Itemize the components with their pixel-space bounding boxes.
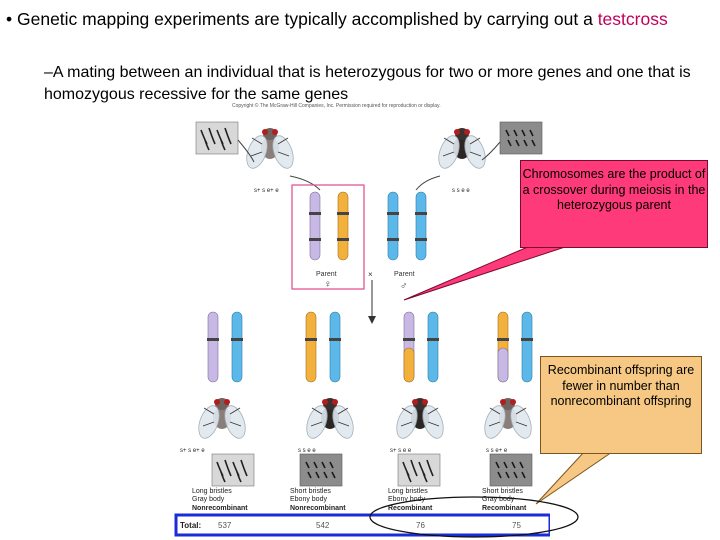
arrow-connector bbox=[289, 175, 321, 191]
crossover-callout-text: Chromosomes are the product of a crossov… bbox=[522, 167, 706, 212]
total-label: Total: bbox=[180, 521, 201, 530]
arrow-connector bbox=[237, 139, 255, 163]
offspring-2-body: Ebony body bbox=[290, 496, 327, 503]
main-bullet-text: • Genetic mapping experiments are typica… bbox=[6, 9, 598, 29]
offspring-2-bristles: Short bristles bbox=[290, 488, 331, 495]
parent-right-genotype: s s e e bbox=[452, 188, 470, 194]
parent-left-genotype: s+ s e+ e bbox=[254, 188, 279, 194]
recombinant-callout: Recombinant offspring are fewer in numbe… bbox=[540, 356, 702, 454]
offspring-3-chromosomes bbox=[403, 311, 439, 383]
offspring-1-genotype: s+ s e+ e bbox=[180, 448, 205, 454]
offspring-4-bristles: Short bristles bbox=[482, 488, 523, 495]
male-symbol: ♂ bbox=[400, 281, 408, 292]
parent-label-female: Parent bbox=[316, 271, 337, 278]
cross-arrowhead bbox=[368, 316, 376, 324]
parent-right-chromosomes bbox=[387, 191, 427, 261]
crossover-callout-pointer bbox=[403, 245, 569, 301]
offspring-4-class: Recombinant bbox=[482, 505, 527, 512]
parent-label-male: Parent bbox=[394, 271, 415, 278]
offspring-3-bristles: Long bristles bbox=[388, 488, 428, 495]
recombinant-callout-text: Recombinant offspring are fewer in numbe… bbox=[547, 363, 695, 408]
offspring-2-class: Nonrecombinant bbox=[290, 505, 346, 512]
parent-left-chromosomes bbox=[309, 191, 349, 261]
testcross-figure: s+ s e+ e s s e e Parent Parent ♀ ♂ × bbox=[174, 121, 550, 537]
offspring-3-class: Recombinant bbox=[388, 505, 433, 512]
offspring-3-body: Ebony body bbox=[388, 496, 425, 503]
sub-bullet: –A mating between an individual that is … bbox=[44, 64, 691, 103]
female-symbol: ♀ bbox=[324, 279, 332, 290]
copyright-notice: Copyright © The McGraw-Hill Companies, I… bbox=[232, 103, 441, 109]
offspring-1-body: Gray body bbox=[192, 496, 225, 503]
offspring-2-total: 542 bbox=[316, 521, 330, 530]
offspring-3-genotype: s+ s e e bbox=[390, 448, 412, 454]
parent-highlight-box bbox=[291, 184, 365, 290]
offspring-2-chromosomes bbox=[305, 311, 341, 383]
offspring-1-bristles: Long bristles bbox=[192, 488, 232, 495]
recombinant-highlight-ellipse bbox=[369, 496, 579, 538]
offspring-1-total: 537 bbox=[218, 521, 232, 530]
offspring-1-class: Nonrecombinant bbox=[192, 505, 248, 512]
offspring-4-total: 75 bbox=[512, 521, 521, 530]
main-bullet: • Genetic mapping experiments are typica… bbox=[6, 7, 712, 31]
crossover-callout: Chromosomes are the product of a crossov… bbox=[520, 160, 708, 248]
testcross-keyword: testcross bbox=[597, 9, 668, 29]
offspring-4-body: Gray body bbox=[482, 496, 515, 503]
arrow-connector bbox=[415, 175, 441, 191]
offspring-2-genotype: s s e e bbox=[298, 448, 316, 454]
offspring-1-chromosomes bbox=[207, 311, 243, 383]
cross-symbol: × bbox=[368, 270, 373, 279]
offspring-3-total: 76 bbox=[416, 521, 425, 530]
offspring-4-chromosomes bbox=[497, 311, 533, 383]
arrow-connector bbox=[481, 141, 501, 161]
offspring-4-genotype: s s e+ e bbox=[486, 448, 508, 454]
recombinant-callout-pointer bbox=[535, 451, 614, 505]
totals-box bbox=[174, 513, 550, 537]
